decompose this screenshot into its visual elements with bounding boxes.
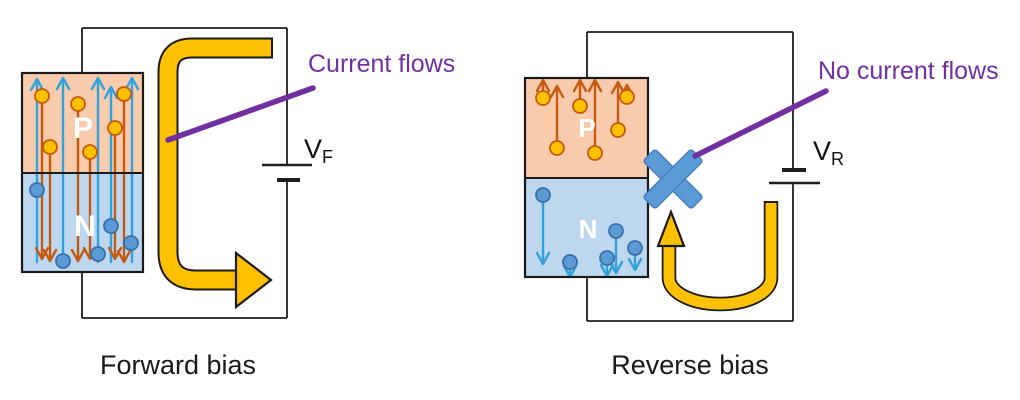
- forward-hole-particles: [34, 86, 132, 160]
- reverse-annotation-text: No current flows: [818, 57, 999, 85]
- reverse-n-label: N: [579, 214, 598, 244]
- reverse-pn-junction: P N: [523, 76, 650, 279]
- blocked-current-arrow-icon: [656, 201, 779, 312]
- current-flow-arrow-icon: [157, 37, 273, 310]
- forward-pn-junction: P N: [20, 71, 145, 274]
- forward-caption: Forward bias: [100, 350, 256, 380]
- forward-p-label: P: [73, 112, 93, 145]
- forward-voltage-label: VF: [304, 134, 333, 167]
- forward-pointer-line: [165, 85, 316, 143]
- forward-hole-arrows: [34, 95, 132, 264]
- forward-annotation-text: Current flows: [308, 50, 455, 78]
- forward-electron-particles: [29, 182, 139, 269]
- forward-bias-diagram: P N Current flows VF Forward bias: [20, 27, 455, 380]
- reverse-hole-particles: [535, 89, 635, 161]
- reverse-voltage-label: VR: [813, 136, 844, 169]
- reverse-caption: Reverse bias: [611, 350, 769, 380]
- forward-n-label: N: [74, 210, 96, 243]
- forward-box-border: [20, 71, 145, 274]
- reverse-p-label: P: [578, 113, 595, 143]
- blocked-x-icon: [643, 149, 703, 209]
- forward-electron-arrows: [29, 76, 140, 266]
- reverse-electron-arrows: [535, 193, 643, 279]
- reverse-battery-icon: [769, 168, 820, 185]
- forward-battery-icon: [262, 163, 312, 182]
- reverse-box-border: [523, 76, 650, 279]
- reverse-electron-particles: [535, 187, 643, 270]
- reverse-bias-diagram: P N No current flows VR Reverse bias: [523, 31, 999, 380]
- reverse-pointer-line: [692, 88, 829, 159]
